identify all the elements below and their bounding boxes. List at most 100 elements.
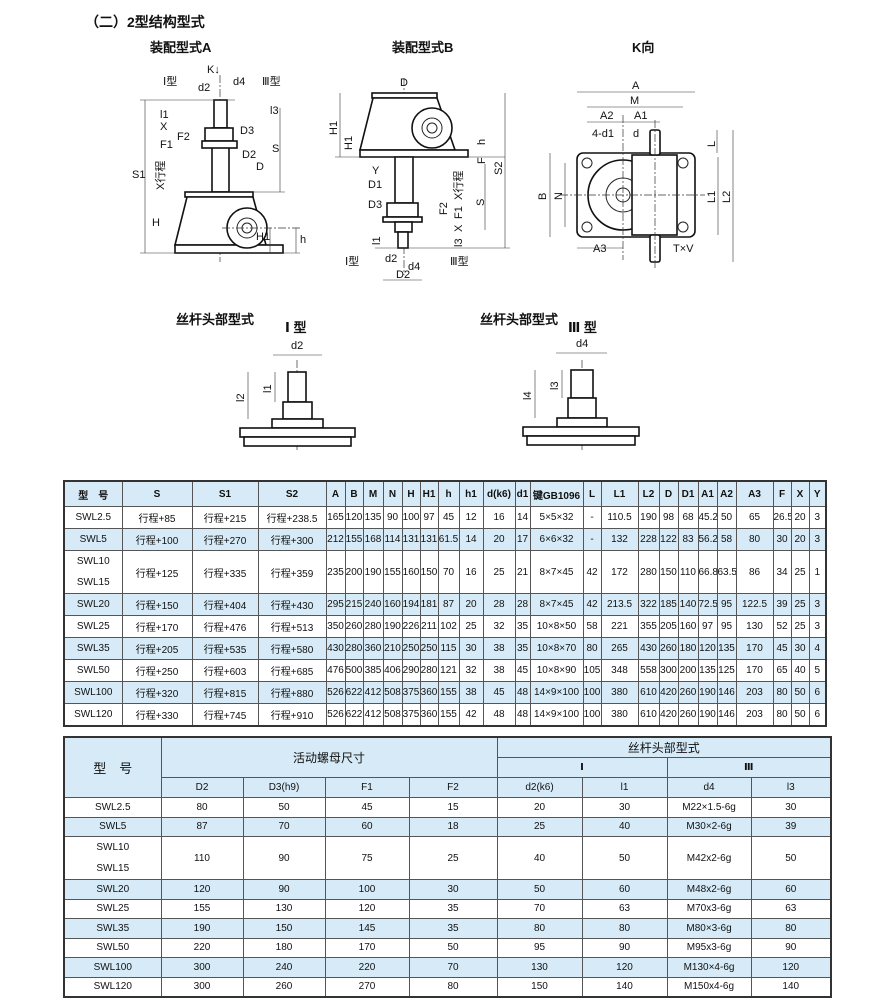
label-l3: l3 <box>270 105 279 117</box>
value-cell: 125 <box>716 659 737 682</box>
value-cell: 140 <box>750 976 832 998</box>
value-cell: 行程+215 <box>191 506 259 529</box>
value-cell: 131 <box>401 528 421 551</box>
value-cell: 260 <box>242 976 326 998</box>
column-header: M <box>362 480 384 507</box>
value-cell: 190 <box>637 506 660 529</box>
column-header: d1 <box>514 480 531 507</box>
column-header: D1 <box>677 480 699 507</box>
model-cell: SWL5 <box>63 816 162 837</box>
label-type-3: Ⅲ型 <box>450 254 469 268</box>
column-header: H1 <box>419 480 439 507</box>
value-cell: 60 <box>581 879 668 900</box>
value-cell: 228 <box>637 528 660 551</box>
value-cell: 300 <box>160 957 244 978</box>
value-cell: 90 <box>242 836 326 880</box>
label-l1: l1 <box>160 109 169 121</box>
value-cell: 380 <box>600 703 639 727</box>
value-cell: 行程+430 <box>257 593 327 616</box>
value-cell: 140 <box>677 593 699 616</box>
value-cell: 25 <box>496 816 583 837</box>
value-cell: 6 <box>808 703 827 727</box>
k-view-title: K向 <box>632 40 654 55</box>
label-a: A <box>632 80 640 92</box>
value-cell: 20 <box>482 528 516 551</box>
value-cell: M42x2-6g <box>666 836 752 880</box>
label-d3: D3 <box>368 199 382 211</box>
value-cell: 100 <box>582 681 602 704</box>
value-cell: 63.5 <box>716 550 737 594</box>
model-name: SWL35 <box>96 922 130 934</box>
model-cell: SWL100 <box>63 681 123 704</box>
label-h1-inner: H1 <box>343 136 355 150</box>
model-name: SWL25 <box>96 903 130 915</box>
value-cell: M150x4-6g <box>666 976 752 998</box>
value-cell: 35 <box>514 637 531 660</box>
model-cell: SWL120 <box>63 976 162 998</box>
value-cell: 120 <box>581 957 668 978</box>
value-cell: 240 <box>242 957 326 978</box>
value-cell: 80 <box>772 703 792 727</box>
value-cell: 39 <box>750 816 832 837</box>
value-cell: 87 <box>437 593 460 616</box>
head-3-type: Ⅲ 型 <box>568 320 597 335</box>
value-cell: 60 <box>324 816 410 837</box>
value-cell: 203 <box>735 703 774 727</box>
value-cell: 221 <box>600 615 639 638</box>
value-cell: 30 <box>750 797 832 818</box>
value-cell: 110 <box>677 550 699 594</box>
value-cell: 行程+125 <box>121 550 193 594</box>
label-h-upper: H <box>152 217 160 229</box>
value-cell: 70 <box>437 550 460 594</box>
value-cell: M22×1.5-6g <box>666 797 752 818</box>
column-header: d(k6) <box>482 480 516 507</box>
model-name: SWL10 <box>96 842 130 853</box>
value-cell: 28 <box>482 593 516 616</box>
column-header: d2(k6) <box>496 777 583 798</box>
label-b: B <box>537 193 549 200</box>
value-cell: 58 <box>716 528 737 551</box>
value-cell: M130×4-6g <box>666 957 752 978</box>
label-f2: F2 <box>177 131 190 143</box>
value-cell: 155 <box>344 528 364 551</box>
value-cell: 122 <box>658 528 679 551</box>
value-cell: 25 <box>408 836 498 880</box>
value-cell: 360 <box>362 637 384 660</box>
value-cell: 行程+85 <box>121 506 193 529</box>
drawing-a-title: 装配型式A <box>149 40 212 55</box>
value-cell: M95x3-6g <box>666 937 752 958</box>
value-cell: 21 <box>514 550 531 594</box>
value-cell: 558 <box>637 659 660 682</box>
label-d2: d2 <box>385 253 397 265</box>
screw-head-header: 丝杆头部型式 <box>496 736 832 758</box>
value-cell: 15 <box>408 797 498 818</box>
label-d4: d4 <box>233 76 245 88</box>
value-cell: 52 <box>772 615 792 638</box>
label-h1-outer: H1 <box>328 121 340 135</box>
assembly-drawing-b: 装配型式B D H1 H1 h F S2 Y D1 X行程 S D3 F2 F1… <box>328 40 510 281</box>
value-cell: 355 <box>637 615 660 638</box>
value-cell: 375 <box>401 681 421 704</box>
value-cell: 12 <box>458 506 484 529</box>
value-cell: 280 <box>419 659 439 682</box>
column-header: F2 <box>408 777 498 798</box>
value-cell: 48 <box>514 681 531 704</box>
value-cell: 110 <box>160 836 244 880</box>
value-cell: 50 <box>716 506 737 529</box>
value-cell: 行程+330 <box>121 703 193 727</box>
column-header: D3(h9) <box>242 777 326 798</box>
value-cell: 260 <box>677 703 699 727</box>
value-cell: 10×8×70 <box>529 637 584 660</box>
value-cell: 32 <box>458 659 484 682</box>
column-header: Y <box>808 480 827 507</box>
value-cell: 45 <box>482 681 516 704</box>
value-cell: 40 <box>581 816 668 837</box>
value-cell: 50 <box>790 681 810 704</box>
value-cell: 140 <box>581 976 668 998</box>
